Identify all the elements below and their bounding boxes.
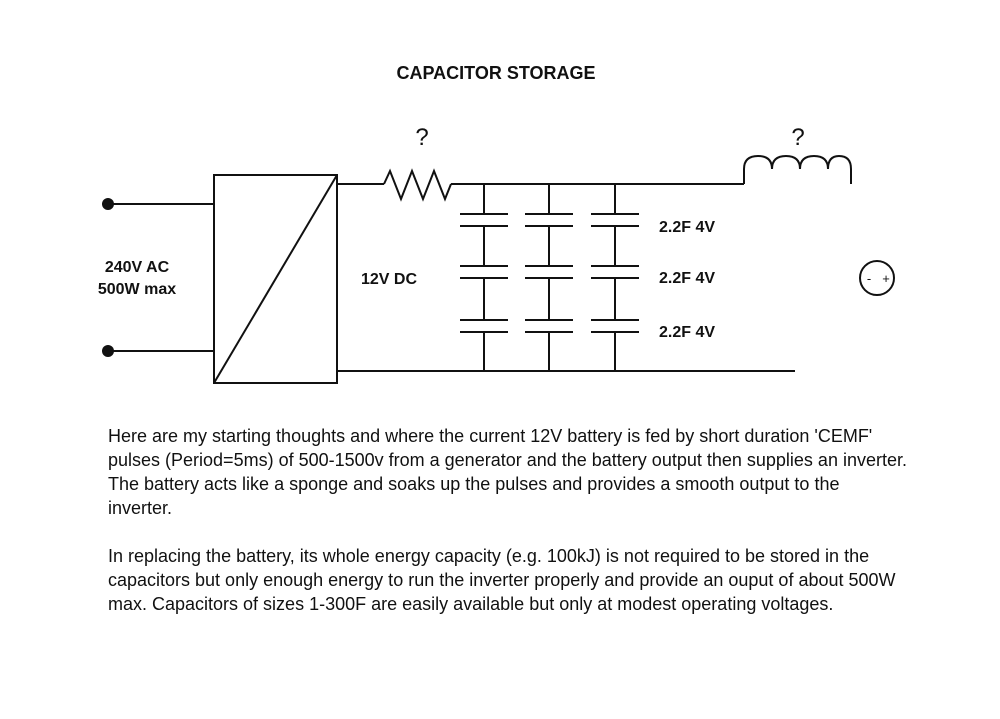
resistor-symbol xyxy=(383,168,452,202)
description-paragraph-2: In replacing the battery, its whole ener… xyxy=(108,546,896,614)
dc-voltage-label: 12V DC xyxy=(361,271,417,288)
description-paragraph-1: Here are my starting thoughts and where … xyxy=(108,426,907,518)
battery-plus: + xyxy=(882,271,890,286)
diagram-title: CAPACITOR STORAGE xyxy=(396,63,595,83)
resistor-value-label: ? xyxy=(415,124,428,151)
battery-minus: - xyxy=(867,271,871,286)
capacitor-label-row-2: 2.2F 4V xyxy=(659,270,715,287)
battery-circle-icon xyxy=(859,260,895,296)
capacitor-label-row-1: 2.2F 4V xyxy=(659,219,715,236)
circuit-diagram: CAPACITOR STORAGE 240V AC 500W max 12V D… xyxy=(98,63,895,384)
ac-dc-converter xyxy=(213,174,338,384)
input-terminals xyxy=(102,198,214,357)
inductor-symbol xyxy=(743,154,852,184)
battery-symbol: - + xyxy=(859,260,895,296)
capacitor-bank xyxy=(460,184,639,371)
inductor-value-label: ? xyxy=(791,124,804,151)
capacitor-label-row-3: 2.2F 4V xyxy=(659,324,715,341)
input-power-label: 500W max xyxy=(98,281,176,298)
input-voltage-label: 240V AC xyxy=(105,259,170,276)
description-text: Here are my starting thoughts and where … xyxy=(108,424,908,640)
top-rail xyxy=(337,154,852,202)
